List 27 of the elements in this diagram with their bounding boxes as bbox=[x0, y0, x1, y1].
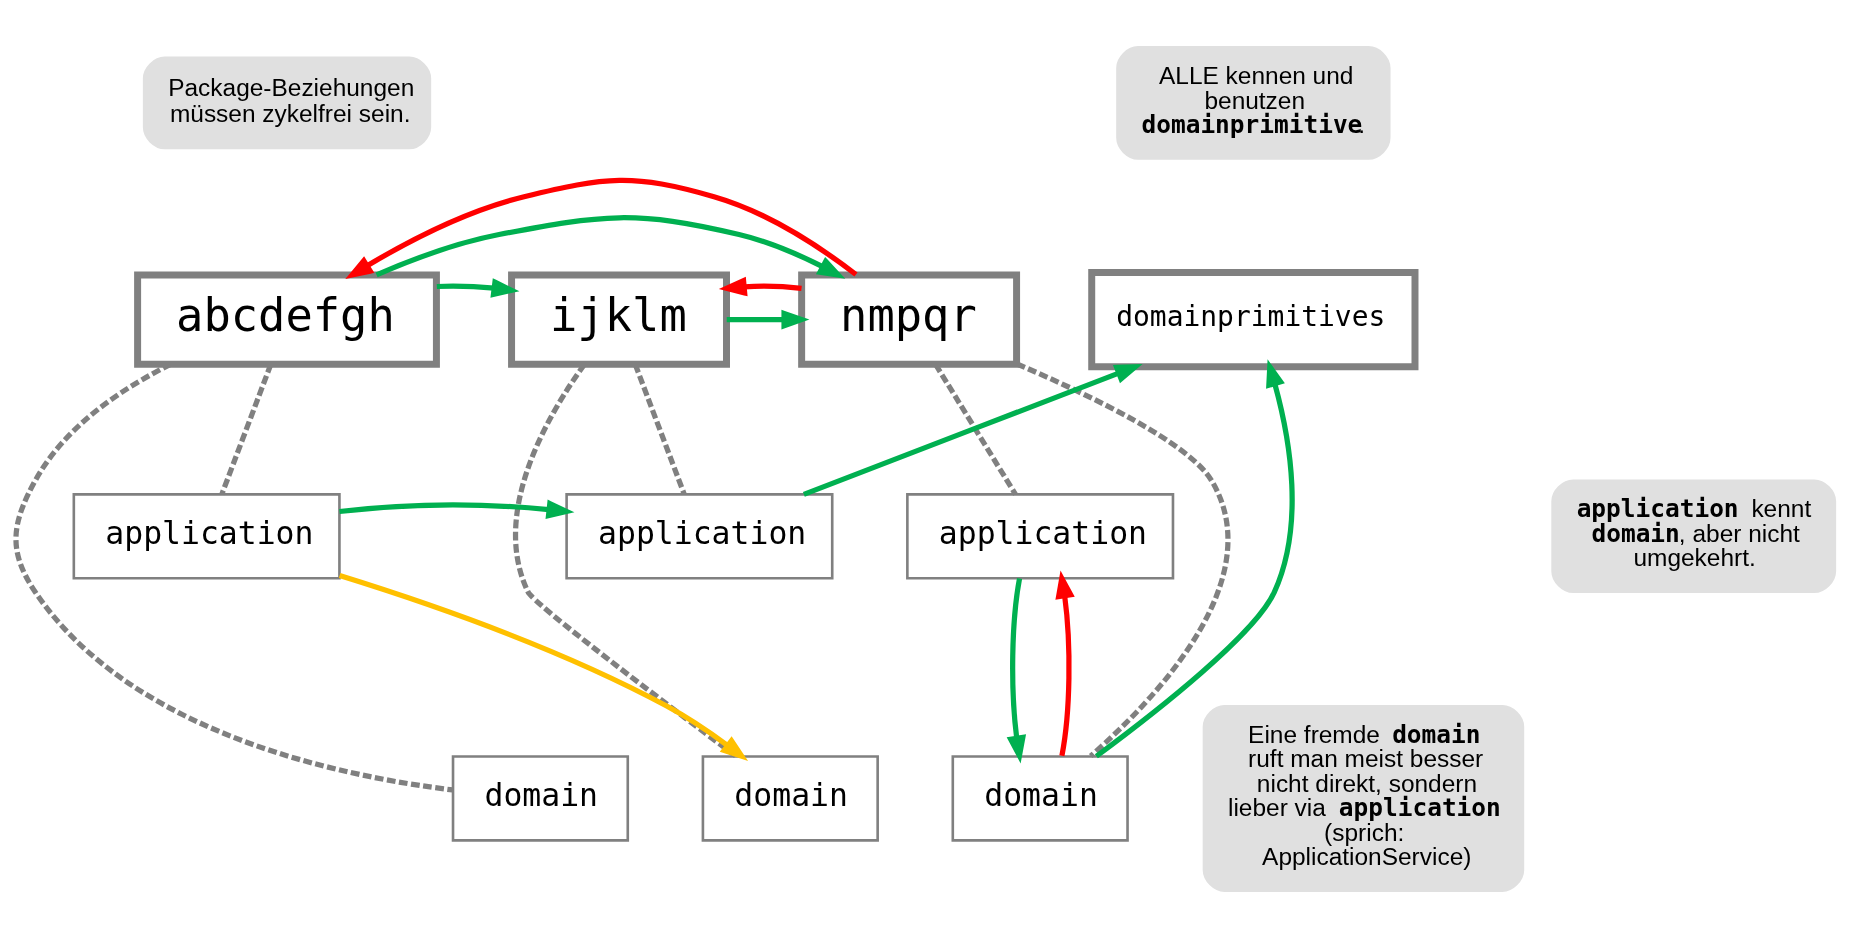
arrow bbox=[1094, 358, 1295, 758]
arrow bbox=[375, 214, 846, 279]
node-box: application kennt domain, aber nicht umgekehrt. bbox=[1551, 479, 1837, 593]
node-box: ALLE kennen und benutzen domainprimitive. bbox=[1116, 45, 1391, 160]
node-box: nmpqr bbox=[798, 271, 1021, 368]
arrow bbox=[345, 177, 858, 279]
arrow bbox=[802, 363, 1143, 497]
arrow bbox=[339, 499, 575, 519]
arrow bbox=[436, 277, 520, 298]
node-box: application bbox=[72, 492, 341, 580]
node-box: ijklm bbox=[508, 271, 730, 368]
arrow bbox=[718, 276, 802, 296]
node-box: domain bbox=[451, 754, 630, 842]
node-box: application bbox=[565, 492, 834, 580]
node-box: abcdefgh bbox=[134, 271, 440, 368]
node-box: domainprimitives bbox=[1088, 268, 1419, 370]
node-box: domain bbox=[701, 754, 879, 842]
arrow bbox=[338, 572, 749, 761]
arrow bbox=[1006, 577, 1027, 763]
node-box: application bbox=[906, 492, 1175, 580]
connector bbox=[1015, 361, 1231, 758]
node-box: Eine fremde domain ruft man meist besser nicht direkt, sondern lieber via application (sprich: ApplicationService) bbox=[1202, 704, 1525, 892]
arrow bbox=[726, 309, 810, 329]
connector bbox=[13, 361, 453, 792]
node-box: domain bbox=[951, 754, 1129, 842]
arrow bbox=[1055, 570, 1075, 756]
node-box: Package-Beziehungen müssen zykelfrei sein. bbox=[142, 56, 432, 149]
